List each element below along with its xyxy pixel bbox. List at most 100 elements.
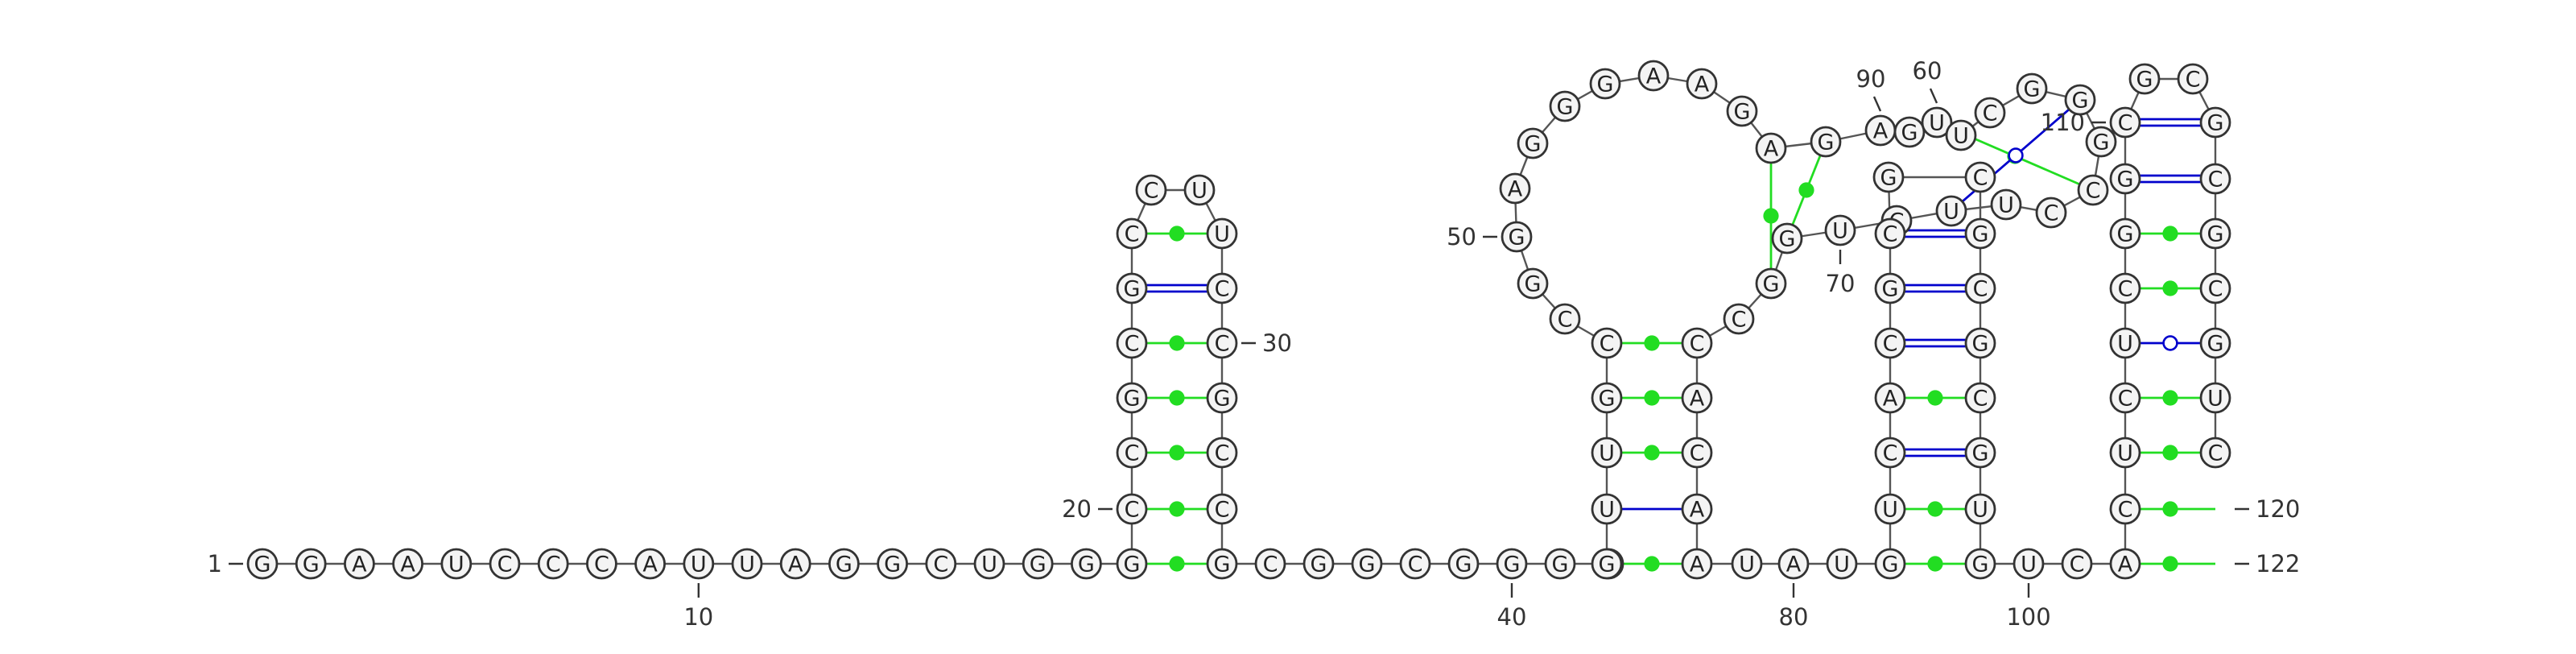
nucleotide: C: [1681, 437, 1713, 469]
position-number: 50: [1447, 223, 1476, 250]
nucleotide: G: [1964, 548, 1996, 580]
position-number: 10: [683, 603, 713, 631]
nucleotide-circle: [1116, 548, 1148, 580]
nucleotide-letter: G: [1557, 95, 1574, 120]
nucleotide-letter: G: [1763, 272, 1780, 297]
nucleotide: G: [828, 548, 860, 580]
nucleotide: G: [1589, 68, 1621, 100]
nucleotide-circle: [1872, 161, 1905, 193]
nucleotide: G: [1874, 548, 1906, 580]
nucleotide-letter: C: [1690, 332, 1705, 357]
nucleotide: C: [489, 548, 521, 580]
nucleotide: G: [295, 548, 327, 580]
nucleotide-letter: G: [2207, 111, 2224, 136]
nucleotide-letter: C: [2086, 179, 2101, 204]
nucleotide-circle: [2109, 272, 2141, 304]
nucleotide: U: [1945, 119, 1977, 151]
nucleotide: G: [2085, 126, 2117, 158]
nucleotide: C: [1974, 97, 2006, 129]
nucleotide-circle: [1810, 126, 1842, 158]
nucleotide: G: [1893, 116, 1926, 148]
nucleotide-letter: A: [1690, 498, 1705, 523]
nucleotide: U: [2013, 548, 2045, 580]
nucleotide: G: [1874, 272, 1906, 304]
nucleotide-letter: G: [1882, 553, 1899, 577]
nucleotide: U: [1206, 217, 1238, 250]
noncanonical-pair-marker: [2162, 280, 2178, 296]
nucleotide-circle: [1874, 327, 1906, 359]
nucleotide-letter: G: [1552, 553, 1569, 577]
nucleotide-circle: [1964, 548, 1996, 580]
nucleotide: C: [1549, 303, 1581, 335]
nucleotide-letter: U: [1929, 111, 1945, 136]
nucleotide: G: [1501, 221, 1533, 253]
nucleotide-circle: [2109, 327, 2141, 359]
position-label-40: 40: [1497, 583, 1527, 631]
nucleotide: U: [1824, 214, 1856, 246]
nucleotide: C: [1135, 174, 1167, 206]
nucleotide-letter: C: [1883, 441, 1898, 466]
nucleotide-letter: U: [1739, 553, 1755, 577]
nucleotide-letter: G: [1359, 553, 1376, 577]
nucleotide: C: [2109, 272, 2141, 304]
nucleotide-circle: [1681, 437, 1713, 469]
nucleotide-circle: [2013, 548, 2045, 580]
nucleotide-letter: G: [1972, 553, 1989, 577]
nucleotide-letter: G: [1030, 553, 1046, 577]
nucleotide-circle: [1777, 548, 1810, 580]
nucleotide-letter: U: [2117, 332, 2133, 357]
nucleotide-letter: C: [594, 553, 609, 577]
position-number: 80: [1779, 603, 1809, 631]
nucleotide-circle: [1945, 119, 1977, 151]
nucleotide-letter: U: [1882, 498, 1898, 523]
nucleotide-letter: G: [1124, 387, 1141, 412]
nucleotide-circle: [1499, 172, 1531, 205]
nucleotide: G: [2064, 84, 2096, 116]
position-number: 20: [1062, 495, 1092, 523]
nucleotide: C: [2077, 174, 2109, 206]
nucleotide-circle: [489, 548, 521, 580]
nucleotide: C: [1399, 548, 1431, 580]
nucleotide: C: [1591, 327, 1623, 359]
nucleotide-circle: [1755, 267, 1787, 300]
nucleotide-letter: C: [1973, 387, 1988, 412]
nucleotide-circle: [2199, 327, 2231, 359]
nucleotide-circle: [2085, 126, 2117, 158]
nucleotide: C: [2109, 493, 2141, 525]
nucleotide-letter: U: [691, 553, 707, 577]
position-label-120: 120: [2235, 495, 2300, 523]
nucleotide: A: [1637, 60, 1670, 92]
nucleotide-letter: U: [448, 553, 464, 577]
nucleotide: A: [779, 548, 811, 580]
nucleotide-circle: [1681, 327, 1713, 359]
position-tick: [1872, 96, 1882, 112]
nucleotide-circle: [1771, 222, 1803, 255]
nucleotide-letter: C: [2118, 111, 2133, 136]
nucleotide: C: [586, 548, 617, 580]
noncanonical-pair-marker: [1798, 182, 1814, 198]
nucleotide-letter: G: [1214, 387, 1231, 412]
noncanonical-pair-marker: [1169, 390, 1185, 406]
nucleotide-circle: [1874, 493, 1906, 525]
nucleotide-circle: [1589, 68, 1621, 100]
nucleotide-circle: [343, 548, 375, 580]
nucleotide: C: [1681, 327, 1713, 359]
position-number: 40: [1497, 603, 1527, 631]
wobble-pair-marker: [2162, 335, 2178, 351]
nucleotide-letter: G: [1597, 72, 1614, 97]
nucleotide: C: [537, 548, 569, 580]
nucleotide: G: [1964, 327, 1996, 359]
nucleotide-letter: C: [1600, 332, 1615, 357]
nucleotide-letter: G: [1779, 227, 1796, 252]
nucleotide-circle: [1549, 303, 1581, 335]
nucleotide-circle: [925, 548, 957, 580]
nucleotide-circle: [877, 548, 908, 580]
nucleotide-circle: [1022, 548, 1054, 580]
nucleotide-circle: [1501, 221, 1533, 253]
nucleotide: A: [1777, 548, 1810, 580]
nucleotide-circle: [2016, 72, 2048, 105]
nucleotide-circle: [295, 548, 327, 580]
nucleotide-letter: G: [1901, 121, 1918, 146]
nucleotide-circle: [1874, 272, 1906, 304]
